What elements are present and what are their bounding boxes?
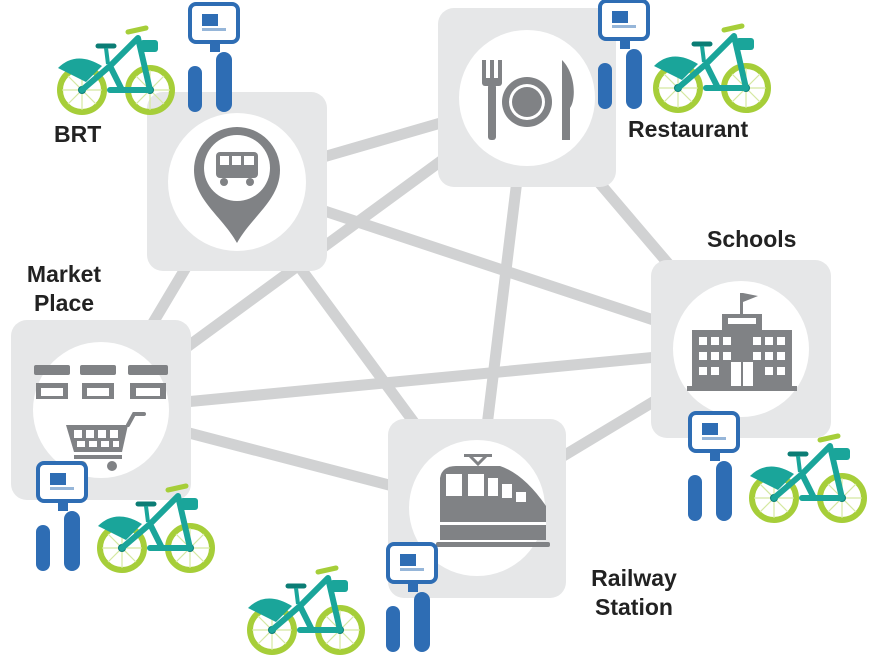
- label-line: Market: [26, 261, 102, 287]
- label-market-place: Market Place: [16, 260, 112, 318]
- node-schools: [651, 260, 831, 438]
- docking-post-icon: [34, 461, 88, 573]
- node-market-place: [11, 320, 191, 500]
- node-circle: [33, 342, 169, 478]
- label-railway-station: Railway Station: [578, 564, 690, 622]
- label-schools: Schools: [707, 226, 797, 252]
- edge-market-schools: [95, 343, 747, 416]
- node-brt: [147, 92, 327, 271]
- bicycle-icon: [750, 436, 864, 520]
- school-building-icon: [687, 293, 797, 391]
- label-line: Place: [33, 290, 95, 316]
- node-railway-station: [388, 419, 566, 598]
- fork-plate-knife-icon: [482, 60, 574, 140]
- bicycle-icon: [654, 26, 768, 110]
- label-line: Railway: [591, 565, 677, 591]
- label-restaurant: Restaurant: [628, 116, 749, 142]
- label-line: Station: [595, 594, 673, 620]
- bike-station-restaurant: [596, 0, 768, 110]
- bicycle-icon: [248, 568, 362, 652]
- label-brt: BRT: [54, 121, 102, 147]
- node-restaurant: [438, 8, 616, 187]
- train-icon: [436, 454, 550, 547]
- bus-stop-pin-icon: [194, 127, 280, 243]
- docking-post-icon: [686, 411, 740, 523]
